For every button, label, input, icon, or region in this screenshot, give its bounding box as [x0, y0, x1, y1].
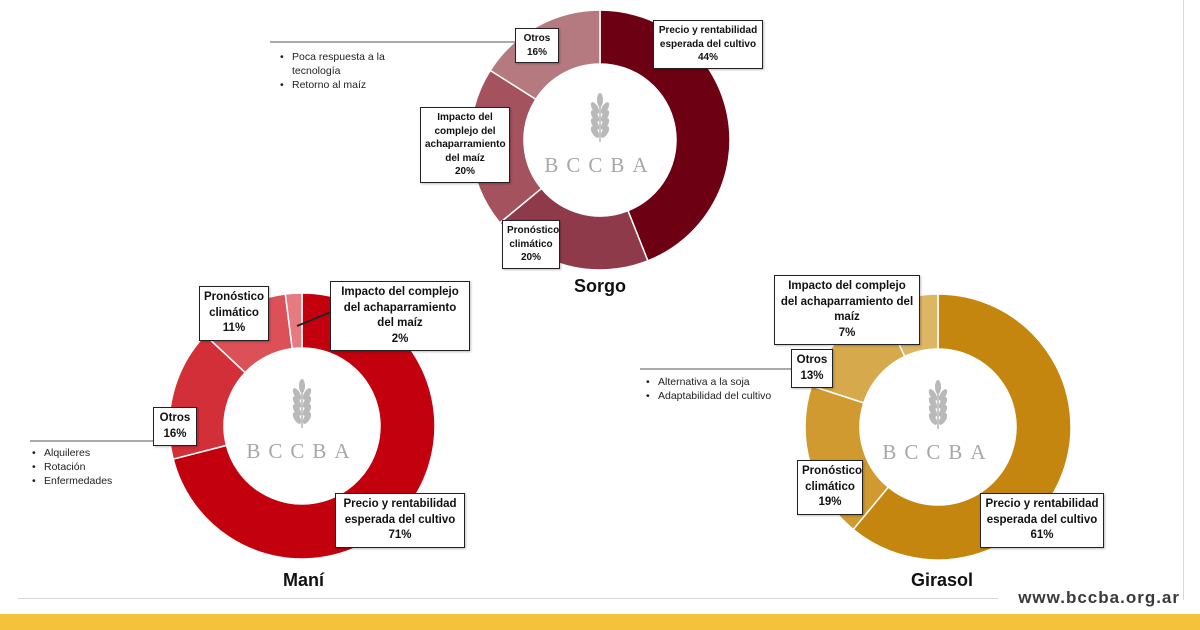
girasol-label-impacto: Impacto del complejo del achaparramiento…: [774, 275, 920, 346]
mani-otros-notes: Alquileres Rotación Enfermedades: [30, 446, 174, 489]
watermark-text: BCCBA: [544, 153, 655, 177]
mani-note: Alquileres: [32, 446, 174, 460]
girasol-title: Girasol: [911, 570, 974, 590]
wheat-logo-icon: [928, 380, 948, 429]
sorgo-label-impacto: Impacto del complejo del achaparramiento…: [420, 107, 510, 183]
mani-title: Maní: [283, 570, 325, 590]
watermark-text: BCCBA: [882, 440, 993, 464]
mani-note: Enfermedades: [32, 474, 174, 488]
mani-note: Rotación: [32, 460, 174, 474]
sorgo-otros-notes: Poca respuesta a la tecnología Retorno a…: [278, 50, 422, 93]
girasol-label-precio: Precio y rentabilidad esperada del culti…: [980, 493, 1104, 548]
sorgo-title: Sorgo: [574, 276, 626, 296]
frame-line-bottom: [18, 598, 998, 599]
sorgo-note: Retorno al maíz: [280, 78, 422, 92]
mani-label-precio: Precio y rentabilidad esperada del culti…: [335, 493, 465, 548]
girasol-note: Adaptabilidad del cultivo: [646, 389, 788, 403]
girasol-otros-notes: Alternativa a la soja Adaptabilidad del …: [644, 375, 788, 404]
frame-line-right: [1183, 0, 1184, 600]
wheat-logo-icon: [292, 379, 312, 428]
footer-band: [0, 614, 1200, 630]
mani-label-impacto: Impacto del complejo del achaparramiento…: [330, 281, 470, 352]
wheat-logo-icon: [590, 93, 610, 142]
girasol-note: Alternativa a la soja: [646, 375, 788, 389]
mani-impacto-leader: [296, 311, 332, 327]
sorgo-label-precio: Precio y rentabilidad esperada del culti…: [653, 20, 763, 69]
website-url: www.bccba.org.ar: [1018, 588, 1180, 607]
sorgo-note: Poca respuesta a la tecnología: [280, 50, 422, 78]
watermark-text: BCCBA: [246, 439, 357, 463]
